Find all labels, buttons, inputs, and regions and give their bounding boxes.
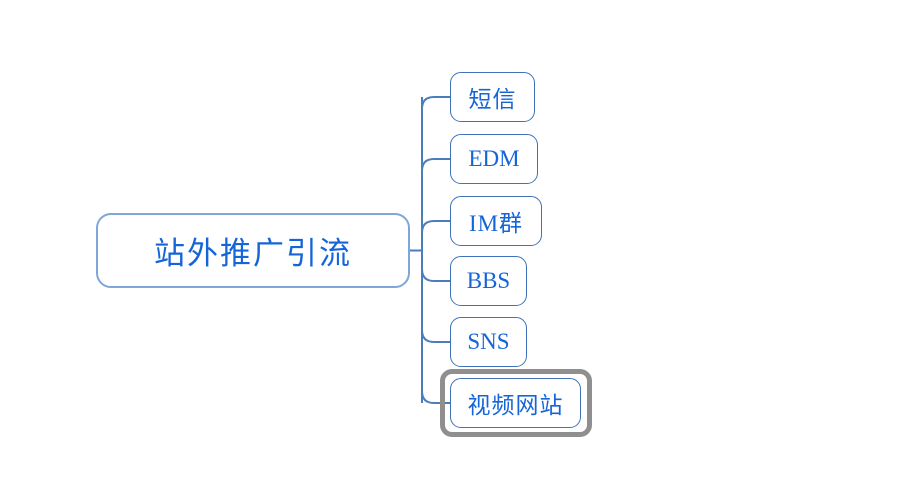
child-node-edm[interactable]: EDM xyxy=(450,134,538,184)
child-node-label: 短信 xyxy=(468,87,517,112)
child-node-label: SNS xyxy=(467,329,510,354)
connector-path xyxy=(421,96,450,110)
connector-path xyxy=(421,268,450,282)
connector-path xyxy=(421,220,450,234)
child-node-bbs[interactable]: BBS xyxy=(450,256,527,306)
selection-frame[interactable] xyxy=(440,369,592,437)
root-node[interactable]: 站外推广引流 xyxy=(96,213,410,288)
child-node-sms[interactable]: 短信 xyxy=(450,72,535,122)
child-node-sns[interactable]: SNS xyxy=(450,317,527,367)
child-node-label: 视频网站 xyxy=(467,393,564,418)
connector-path xyxy=(421,158,450,172)
connector-path xyxy=(421,329,450,343)
child-node-label: IM群 xyxy=(468,211,524,236)
child-node-label: BBS xyxy=(466,268,511,293)
child-node-label: EDM xyxy=(468,146,520,171)
root-node-label: 站外推广引流 xyxy=(154,236,352,271)
child-node-im-group[interactable]: IM群 xyxy=(450,196,542,246)
child-node-video-site[interactable]: 视频网站 xyxy=(450,378,581,428)
